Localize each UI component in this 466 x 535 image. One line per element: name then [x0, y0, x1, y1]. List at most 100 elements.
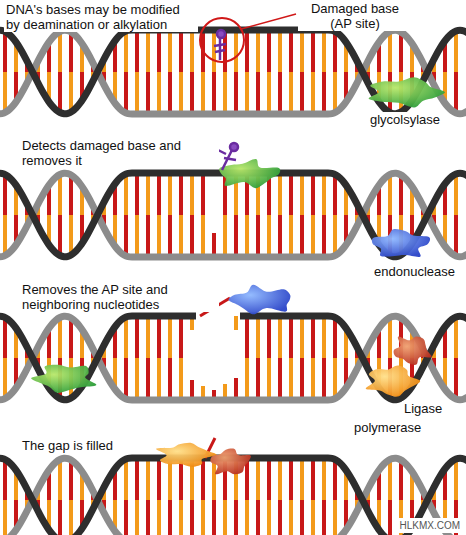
step-note: Removes the AP site and neighboring nucl…: [20, 282, 219, 312]
base-pair: [256, 358, 260, 400]
base-pair: [146, 72, 150, 114]
base-pair: [300, 358, 304, 400]
base-pair: [69, 318, 73, 358]
base-pair: [3, 500, 7, 535]
base-pair: [179, 173, 183, 215]
base-pair: [333, 215, 337, 256]
enzyme-blob: [394, 336, 432, 364]
base-pair: [69, 460, 73, 500]
backbone-strand: [0, 316, 196, 400]
base-pair: [267, 215, 271, 257]
base-pair: [201, 173, 205, 215]
backbone-strand: [0, 30, 466, 114]
base-pair: [157, 215, 161, 257]
base-pair: [234, 215, 238, 257]
base-pair: [190, 500, 194, 535]
base-pair: [234, 72, 238, 114]
base-pair: [124, 174, 128, 215]
highlight-circle: [200, 18, 244, 62]
base-pair: [322, 458, 326, 500]
base-pair: [289, 358, 293, 400]
base-pair: [388, 500, 392, 535]
base-pair: [311, 72, 315, 114]
base-pair: [256, 316, 260, 358]
base-pair: [3, 358, 7, 399]
base-pair: [124, 72, 128, 113]
base-pair: [157, 173, 161, 215]
base-pair: [69, 500, 73, 535]
base-pair: [212, 500, 216, 535]
base-pair: [234, 500, 238, 535]
base-pair: [322, 30, 326, 72]
base-pair: [289, 316, 293, 358]
base-pair: [168, 30, 172, 72]
base-pair: [135, 358, 139, 400]
base-pair: [179, 72, 183, 114]
base-pair: [179, 215, 183, 257]
base-pair: [399, 32, 403, 72]
base-pair: [135, 173, 139, 215]
base-pair: [135, 500, 139, 535]
enzyme-blob: [369, 77, 445, 107]
base-pair: [256, 500, 260, 535]
base-pair: [300, 173, 304, 215]
base-pair: [267, 72, 271, 114]
dna-helix: [0, 438, 466, 535]
base-pair: [278, 30, 282, 72]
base-pair: [135, 72, 139, 114]
base-pair: [388, 317, 392, 358]
base-pair: [3, 459, 7, 500]
removed-base: [218, 143, 238, 170]
base-pair: [3, 174, 7, 215]
base-pair: [333, 72, 337, 113]
base-pair: [212, 458, 216, 500]
base-pair: [256, 30, 260, 72]
base-pair: [124, 500, 128, 535]
base-pair: [124, 215, 128, 256]
dna-helices: [0, 30, 466, 535]
base-pair: [267, 358, 271, 400]
base-pair: [311, 215, 315, 257]
base-pair: [190, 173, 194, 215]
base-pair: [322, 215, 326, 257]
base-pair: [256, 72, 260, 114]
base-pair: [168, 316, 172, 358]
base-pair: [300, 316, 304, 358]
dna-helix: [0, 30, 466, 114]
base-pair: [157, 358, 161, 400]
base-pair: [388, 174, 392, 215]
base-pair: [124, 31, 128, 72]
base-pair: [168, 173, 172, 215]
base-pair: [454, 31, 458, 72]
base-pair: [3, 317, 7, 358]
enzyme-name: endonuclease: [372, 264, 457, 279]
base-pair: [454, 317, 458, 358]
base-pair: [322, 173, 326, 215]
base-pair: [201, 458, 205, 500]
base-pair: [179, 500, 183, 535]
base-pair: [333, 358, 337, 399]
dna-helix: [0, 173, 466, 257]
base-pair: [146, 173, 150, 215]
base-pair: [300, 458, 304, 500]
base-pair: [190, 30, 194, 72]
base-pair: [223, 215, 227, 257]
base-pair: [289, 72, 293, 114]
base-pair: [3, 72, 7, 113]
base-pair: [190, 72, 194, 114]
base-pair: [135, 215, 139, 257]
base-pair: [179, 358, 183, 400]
base-pair: [245, 358, 249, 400]
base-pair: [146, 500, 150, 535]
base-pair: [201, 72, 205, 114]
base-pair: [278, 215, 282, 257]
base-pair: [201, 500, 205, 535]
base-pair: [168, 215, 172, 257]
base-pair: [245, 215, 249, 257]
base-pair: [256, 215, 260, 257]
base-pair: [333, 174, 337, 215]
base-pair: [278, 316, 282, 358]
base-pair: [157, 316, 161, 358]
callout-label: Damaged base (AP site): [298, 1, 412, 31]
